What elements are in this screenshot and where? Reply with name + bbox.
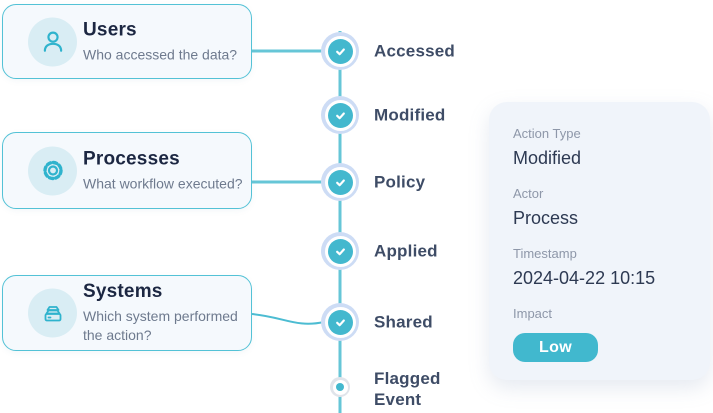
timeline-node-accessed[interactable]: [321, 32, 359, 70]
timeline-node-applied[interactable]: [321, 232, 359, 270]
field-value-actor: Process: [513, 208, 579, 228]
card-systems[interactable]: Systems Which system performed the actio…: [2, 275, 252, 351]
card-processes-title: Processes: [83, 148, 180, 169]
card-users[interactable]: Users Who accessed the data?: [2, 4, 252, 79]
check-icon: [327, 309, 353, 335]
card-processes[interactable]: Processes What workflow executed?: [2, 132, 252, 209]
card-systems-title: Systems: [83, 281, 163, 302]
field-value-timestamp: 2024-04-22 10:15: [513, 268, 656, 288]
field-label-impact: Impact: [513, 306, 553, 321]
timeline-label-policy: Policy: [374, 172, 426, 192]
card-processes-subtitle: What workflow executed?: [83, 175, 243, 191]
timeline-label-shared: Shared: [374, 312, 433, 332]
timeline-label-flagged-event: Flagged Event: [374, 369, 441, 409]
timeline-label-modified: Modified: [374, 105, 446, 125]
dot-icon: [336, 383, 344, 391]
timeline-node-policy[interactable]: [321, 163, 359, 201]
card-systems-subtitle: Which system performed the action?: [83, 308, 238, 343]
field-value-action-type: Modified: [513, 148, 582, 168]
impact-badge: Low: [513, 333, 598, 362]
check-icon: [327, 238, 353, 264]
field-label-timestamp: Timestamp: [513, 246, 577, 261]
gear-icon: [28, 146, 77, 195]
check-icon: [327, 38, 353, 64]
event-detail-panel: Action Type Modified Actor Process Times…: [489, 102, 710, 380]
field-label-action-type: Action Type: [513, 126, 581, 141]
card-users-subtitle: Who accessed the data?: [83, 46, 238, 62]
server-icon: [28, 288, 77, 338]
check-icon: [327, 102, 353, 128]
user-icon: [28, 17, 77, 66]
timeline-node-modified[interactable]: [321, 96, 359, 134]
card-users-title: Users: [83, 19, 137, 40]
timeline-label-applied: Applied: [374, 241, 438, 261]
field-label-actor: Actor: [513, 186, 544, 201]
timeline-label-accessed: Accessed: [374, 41, 455, 61]
timeline-node-shared[interactable]: [321, 303, 359, 341]
timeline-node-flagged-event[interactable]: [330, 377, 350, 397]
check-icon: [327, 169, 353, 195]
